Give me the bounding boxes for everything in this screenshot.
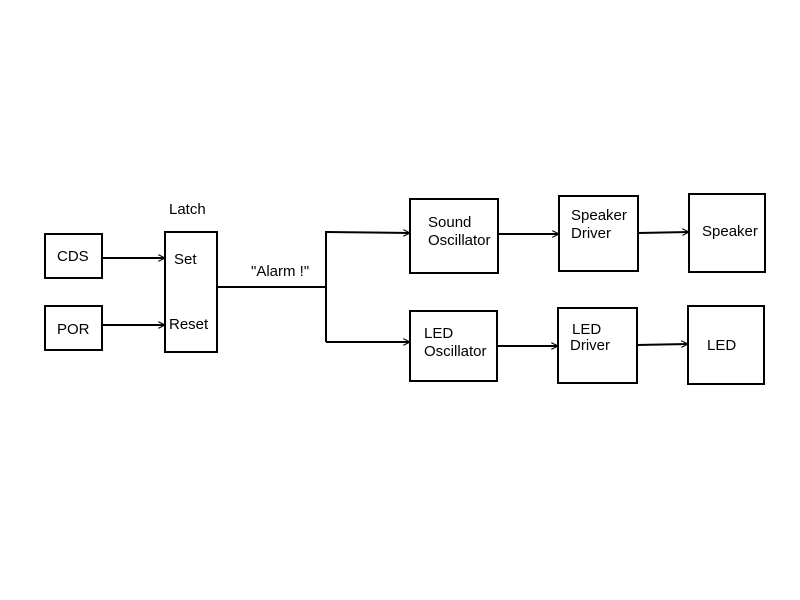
por-label: POR [57,321,90,338]
latch-box [164,231,218,353]
speaker-driver-block: Speaker Driver [558,195,639,272]
latch-reset-label: Reset [169,316,209,333]
speaker-box [688,193,766,273]
alarm-to-sound-osc-arrow [325,232,410,233]
alarm-signal-label: "Alarm !" [251,263,309,280]
latch-title: Latch [169,201,206,218]
led-driver-block: LED Driver [557,307,638,384]
por-block: POR [44,305,103,351]
por-box [44,305,103,351]
sound-oscillator-box [409,198,499,274]
sound-oscillator-label-line1: Sound [428,214,471,231]
led-driver-box [557,307,638,384]
speaker-driver-box [558,195,639,272]
speaker-driver-to-speaker-arrow [637,232,689,233]
sound-oscillator-label-line2: Oscillator [428,232,491,249]
led-label: LED [707,337,736,354]
led-oscillator-box [409,310,498,382]
cds-block: CDS [44,233,103,279]
speaker-block: Speaker [688,193,766,273]
speaker-driver-label-line2: Driver [571,225,611,242]
speaker-label: Speaker [702,223,758,240]
led-oscillator-label-line1: LED [424,325,453,342]
speaker-driver-label-line1: Speaker [571,207,627,224]
led-driver-to-led-arrow [636,344,688,345]
led-driver-label-line1: LED [572,321,601,338]
led-oscillator-block: LED Oscillator [409,310,498,382]
led-block: LED [687,305,765,385]
sound-oscillator-block: Sound Oscillator [409,198,499,274]
led-box [687,305,765,385]
cds-label: CDS [57,248,89,265]
cds-box [44,233,103,279]
latch-block: Latch Set Reset [164,201,218,353]
led-oscillator-label-line2: Oscillator [424,343,487,360]
led-driver-label-line2: Driver [570,337,610,354]
latch-set-label: Set [174,251,197,268]
